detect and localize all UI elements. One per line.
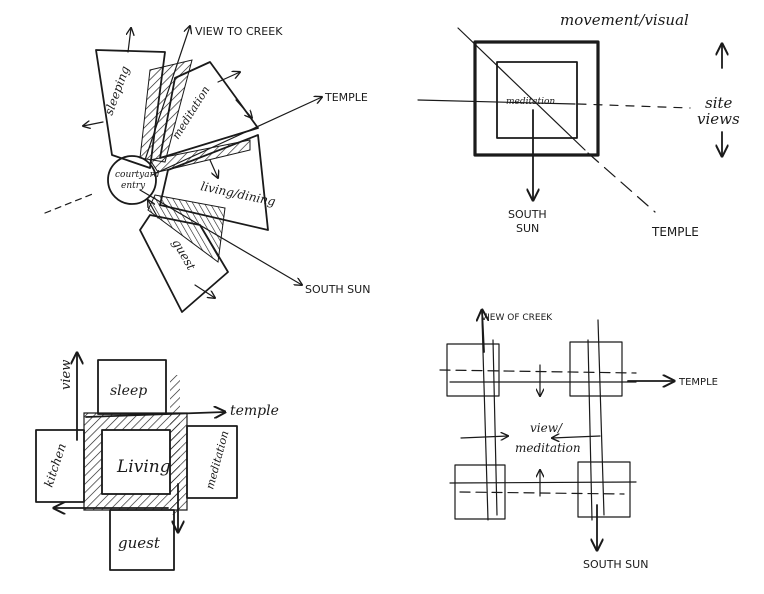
views-label: views — [697, 110, 740, 128]
meditation-wing — [159, 61, 259, 159]
guest-label-3: guest — [118, 534, 161, 552]
courtyard-entry-circle — [107, 155, 157, 205]
meditation-room — [186, 425, 238, 499]
movement-visual-label: movement/visual — [560, 11, 689, 29]
sleeping-label: sleeping — [102, 64, 133, 117]
view-of-creek-label: VIEW OF CREEK — [481, 313, 553, 323]
south-sun-label-4: SOUTH SUN — [583, 558, 648, 571]
sun-label: SUN — [516, 222, 539, 235]
meditation-label-4: meditation — [515, 441, 581, 455]
sleep-label: sleep — [110, 383, 147, 399]
inner-square — [496, 61, 578, 139]
entry-label: entry — [121, 181, 146, 191]
box-bottom-right — [577, 461, 631, 518]
temple-label-2: TEMPLE — [651, 225, 699, 239]
box-top-right — [569, 341, 623, 397]
south-label: SOUTH — [508, 208, 547, 221]
south-sun-label: SOUTH SUN — [305, 283, 370, 296]
site-label: site — [705, 94, 733, 112]
guest-room — [109, 509, 175, 571]
view-to-creek-label: VIEW TO CREEK — [195, 25, 283, 38]
courtyard-label: courtyard — [115, 170, 160, 180]
box-bottom-left — [454, 464, 506, 520]
meditation-label-3: meditation — [203, 429, 231, 490]
nested-square-sketch: movement/visual meditation site views SO… — [417, 11, 740, 239]
sleeping-wing — [95, 49, 166, 169]
living-label: Living — [116, 457, 171, 477]
meditation-label-2: meditation — [506, 97, 555, 107]
view-label: view — [59, 360, 74, 390]
temple-label-3: temple — [230, 403, 279, 419]
four-box-sketch: VIEW OF CREEK TEMPLE view/ meditation SO… — [439, 310, 718, 571]
temple-label: TEMPLE — [324, 91, 368, 104]
view-label-4: view/ — [530, 421, 564, 435]
living-dining-wing — [159, 134, 269, 231]
outer-square — [473, 40, 600, 157]
kitchen-label: kitchen — [42, 442, 69, 489]
cross-plan-sketch: view sleep temple kitchen Living meditat… — [35, 353, 279, 571]
sleep-room — [97, 359, 167, 415]
temple-label-4: TEMPLE — [678, 377, 718, 388]
living-dining-label: living/dining — [199, 179, 277, 209]
living-room — [101, 429, 171, 495]
radial-plan-sketch: VIEW TO CREEK TEMPLE SOUTH SUN sleeping … — [44, 25, 370, 313]
